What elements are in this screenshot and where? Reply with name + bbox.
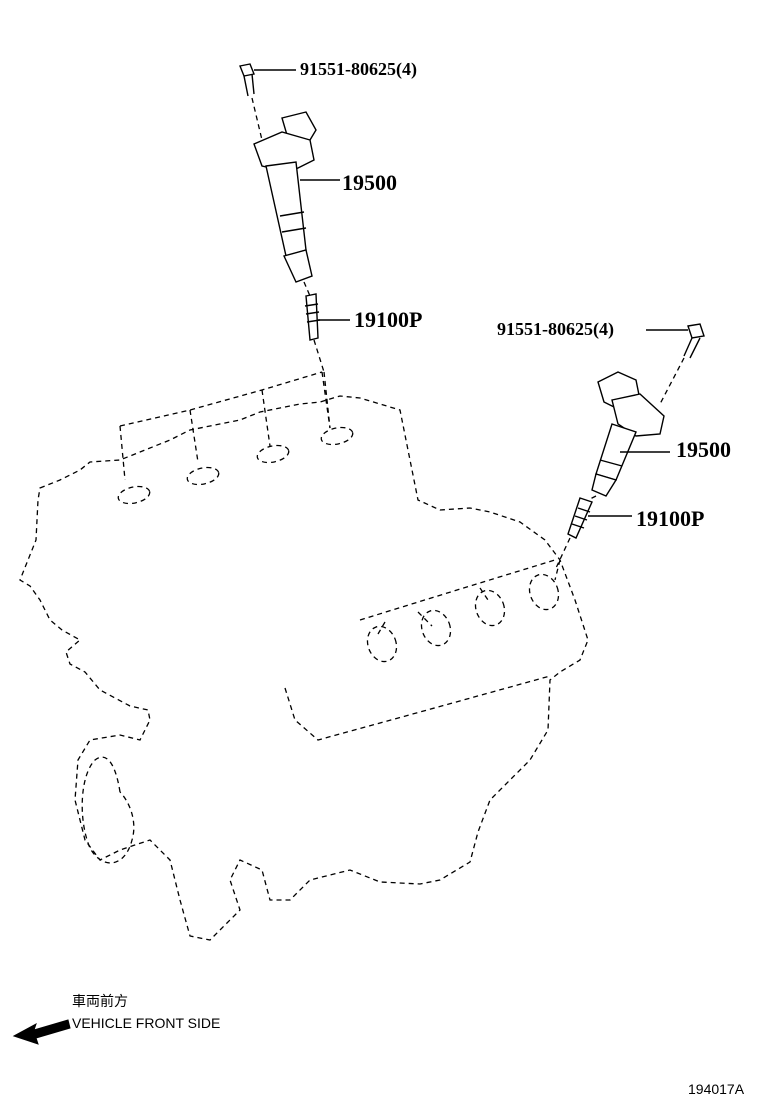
vehicle-front-english: VEHICLE FRONT SIDE (72, 1015, 221, 1031)
spark-plug-top-drawing (304, 293, 350, 341)
part-label-coil-right[interactable]: 19500 (676, 437, 731, 462)
plug-holes-side-bank (366, 573, 560, 663)
part-label-coil-top[interactable]: 19500 (342, 170, 397, 195)
arrow-left-icon (12, 1019, 71, 1045)
bolt-top-drawing (239, 63, 296, 97)
ignition-coil-right-drawing (591, 371, 670, 497)
spark-plug-right-drawing (567, 497, 632, 539)
drawing-code: 194017A (688, 1081, 745, 1097)
part-label-bolt-right[interactable]: 91551-80625(4) (497, 319, 614, 339)
plug-holes-top-bank (117, 426, 354, 505)
part-label-bolt-top[interactable]: 91551-80625(4) (300, 59, 417, 79)
part-label-plug-top[interactable]: 19100P (354, 307, 423, 332)
vehicle-front-japanese: 車両前方 (72, 993, 128, 1009)
bolt-right-drawing (646, 323, 705, 359)
part-label-plug-right[interactable]: 19100P (636, 506, 705, 531)
engine-block-outline (19, 371, 589, 941)
ignition-coil-top-drawing (253, 111, 340, 283)
